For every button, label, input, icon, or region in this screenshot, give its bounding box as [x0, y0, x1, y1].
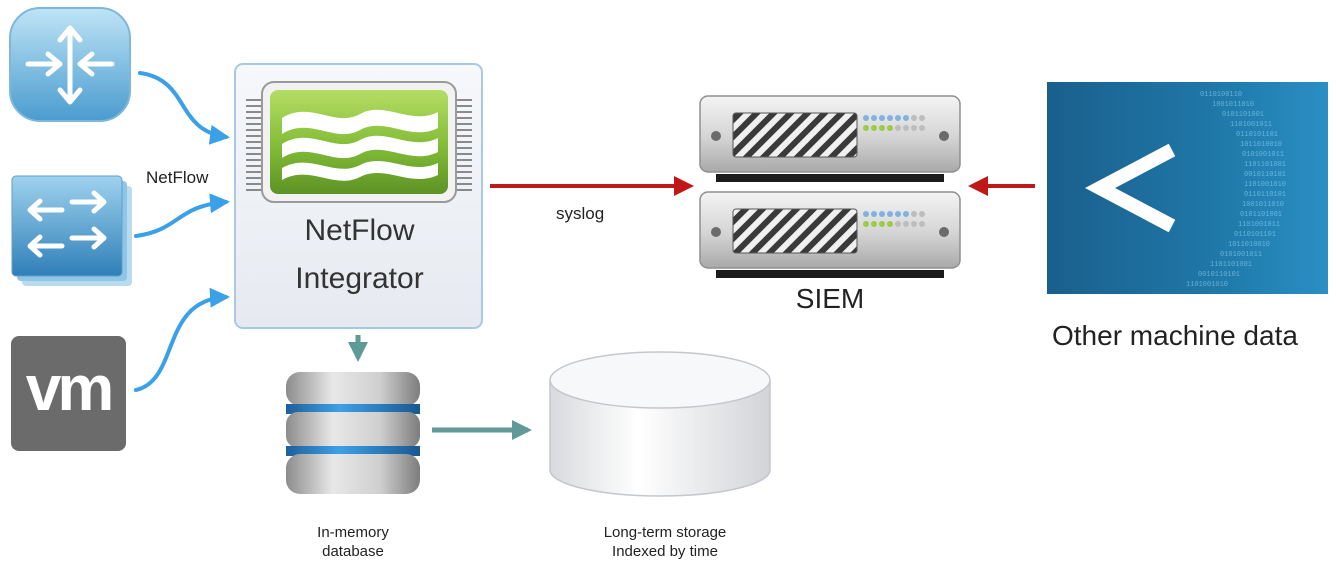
database-stack-icon	[286, 372, 420, 494]
svg-text:1101101001: 1101101001	[1244, 161, 1286, 169]
storage-arrows	[348, 335, 532, 440]
waves-chip-icon	[246, 81, 472, 203]
syslog-label: syslog	[556, 204, 605, 223]
other-machine-data-label: Other machine data	[1052, 320, 1298, 351]
svg-text:1101001010: 1101001010	[1186, 281, 1228, 289]
svg-text:1101001011: 1101001011	[1238, 221, 1280, 229]
switch-icon	[11, 175, 132, 286]
vmware-icon: vm	[11, 336, 126, 451]
svg-text:1101001010: 1101001010	[1244, 181, 1286, 189]
integrator-title-line1: NetFlow	[304, 214, 415, 247]
svg-text:1011010010: 1011010010	[1228, 241, 1270, 249]
svg-text:0110100110: 0110100110	[1200, 91, 1242, 99]
svg-text:0110101101: 0110101101	[1236, 131, 1278, 139]
svg-text:0101101001: 0101101001	[1222, 111, 1264, 119]
binary-stream-icon: 0110100110 1001011010 0101101001 110100101…	[1047, 82, 1328, 294]
in-memory-label-line1: In-memory	[317, 524, 389, 541]
server-stack-icon	[699, 95, 961, 278]
svg-text:0101001011: 0101001011	[1220, 251, 1262, 259]
long-term-label-line1: Long-term storage	[603, 524, 727, 541]
in-memory-label-line2: database	[322, 543, 384, 560]
router-flow-arrow	[138, 71, 230, 145]
svg-text:1011010010: 1011010010	[1240, 141, 1282, 149]
svg-text:0010110101: 0010110101	[1198, 271, 1240, 279]
netflow-arrows	[134, 71, 230, 392]
svg-text:1001011010: 1001011010	[1212, 101, 1254, 109]
vm-flow-arrow	[134, 287, 230, 392]
cylinder-storage-icon	[549, 351, 771, 497]
netflow-label: NetFlow	[146, 168, 209, 187]
svg-text:1101001011: 1101001011	[1230, 121, 1272, 129]
long-term-label-line2: Indexed by time	[612, 543, 718, 560]
svg-text:0010110101: 0010110101	[1244, 171, 1286, 179]
netflow-integrator	[234, 63, 483, 329]
integrator-title-line2: Integrator	[295, 262, 424, 295]
siem-label: SIEM	[795, 283, 865, 314]
svg-text:1101101001: 1101101001	[1210, 261, 1252, 269]
svg-text:0101101001: 0101101001	[1240, 211, 1282, 219]
switch-flow-arrow	[134, 193, 230, 238]
router-icon	[9, 7, 131, 122]
svg-text:0110110101: 0110110101	[1244, 191, 1286, 199]
svg-text:vm: vm	[26, 352, 111, 424]
svg-text:0101001011: 0101001011	[1242, 151, 1284, 159]
svg-text:1001011010: 1001011010	[1242, 201, 1284, 209]
svg-text:0110101101: 0110101101	[1234, 231, 1276, 239]
